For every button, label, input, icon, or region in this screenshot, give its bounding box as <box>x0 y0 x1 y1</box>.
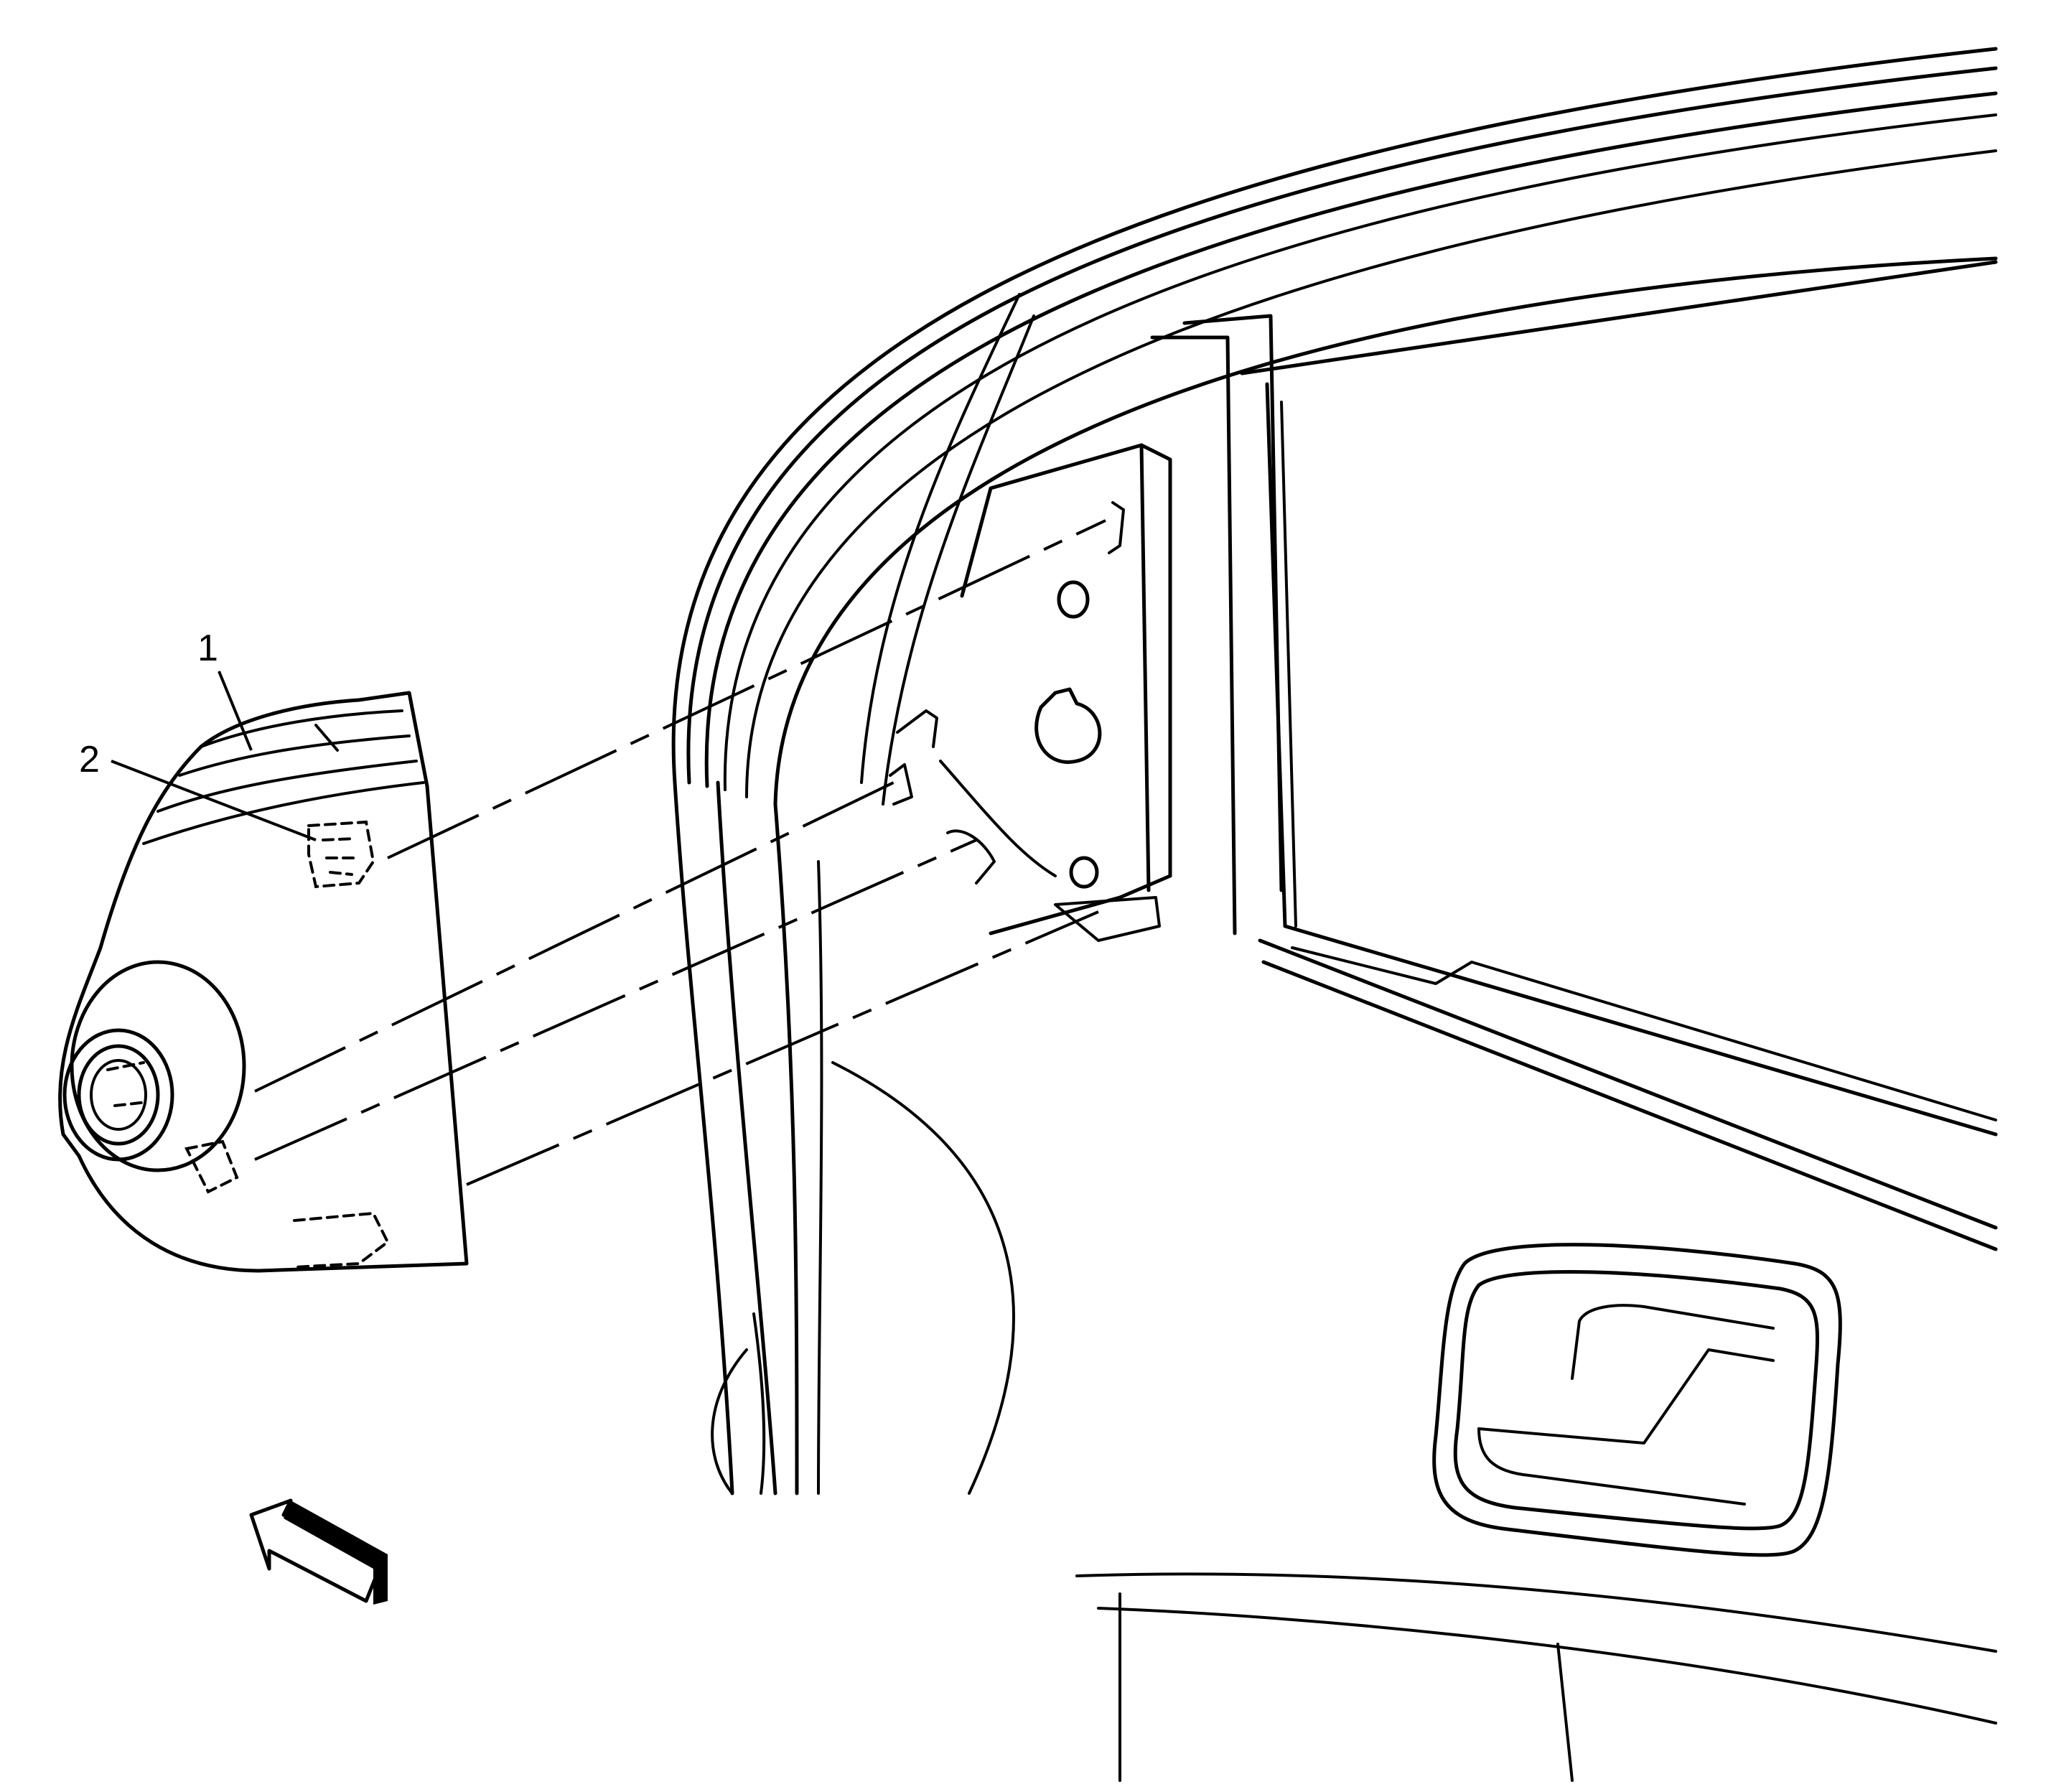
outside-mirror-assembly <box>58 691 469 1273</box>
window-opening <box>1150 260 1998 1251</box>
door-edge <box>673 780 1015 1495</box>
callout-1: 1 <box>197 627 253 751</box>
callout-2: 2 <box>79 739 317 841</box>
mount-tab <box>1054 896 1161 942</box>
door-handle-bezel <box>1432 1243 1842 1557</box>
mirror-mount-bracket <box>889 443 1172 942</box>
mount-hole-lower <box>1069 856 1099 889</box>
mirror-camera-lens <box>62 1028 174 1162</box>
door-trim-panel <box>1075 1572 1997 1782</box>
mirror-fastener-hidden <box>307 820 375 889</box>
mount-hole-upper <box>1057 580 1090 619</box>
svg-text:2: 2 <box>79 739 100 780</box>
mount-keyhole <box>1034 687 1102 764</box>
svg-text:1: 1 <box>197 627 218 669</box>
view-direction-arrow-icon <box>249 1498 388 1605</box>
alignment-lines <box>254 519 1106 1186</box>
door-frame <box>671 47 1998 806</box>
